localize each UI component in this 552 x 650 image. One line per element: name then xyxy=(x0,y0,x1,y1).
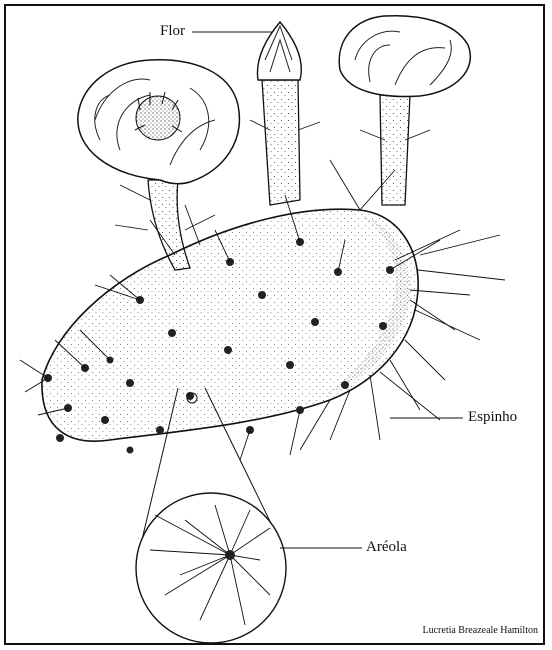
open-flower-right xyxy=(339,16,470,205)
cactus-pad xyxy=(42,209,418,441)
label-spine: Espinho xyxy=(468,410,517,425)
artist-credit: Lucretia Breazeale Hamilton xyxy=(423,625,539,636)
flower-bud xyxy=(257,22,301,205)
label-areole: Aréola xyxy=(366,540,407,555)
label-flower: Flor xyxy=(160,24,185,39)
